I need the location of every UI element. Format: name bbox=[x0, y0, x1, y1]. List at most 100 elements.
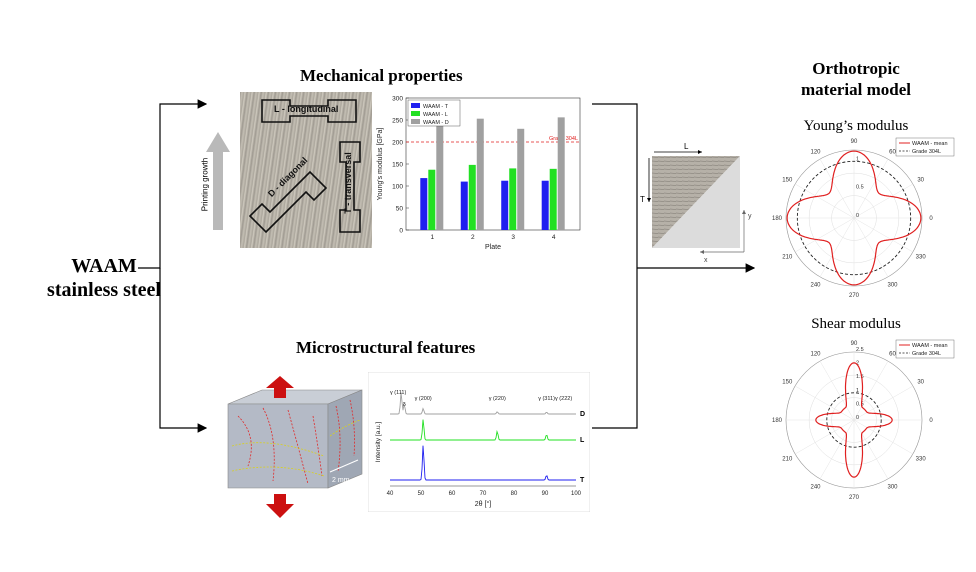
specimen-transversal bbox=[339, 141, 361, 233]
polar-angle-label: 60 bbox=[889, 351, 896, 357]
xrd-xtick-label: 70 bbox=[480, 491, 487, 497]
polar-spoke bbox=[853, 217, 889, 278]
polar-spoke bbox=[794, 183, 855, 219]
bar-xtick-label: 3 bbox=[511, 234, 515, 241]
legend-label-mean: WAAM - mean bbox=[912, 141, 948, 147]
polar-angle-label: 120 bbox=[810, 351, 821, 357]
bar-ylabel: Young's modulus [GPa] bbox=[377, 128, 384, 201]
legend-label: WAAM - T bbox=[423, 104, 449, 110]
xrd-series-T bbox=[390, 445, 576, 481]
polar-shear: 906030033030027024021018015012000.511.52… bbox=[772, 339, 955, 501]
bar-waam-t-3 bbox=[501, 180, 509, 230]
polar-angle-label: 30 bbox=[917, 380, 924, 386]
bar-waam-d-4 bbox=[557, 117, 565, 230]
specimen-photo: L - longitudinal D - diagonal T - transv… bbox=[240, 92, 372, 248]
polar-angle-label: 120 bbox=[810, 149, 821, 155]
arrow-main-split bbox=[138, 99, 208, 269]
polar-angle-label: 60 bbox=[889, 149, 896, 155]
xrd-xtick-label: 90 bbox=[542, 491, 549, 497]
polar-grade-304l bbox=[826, 392, 882, 448]
polar-spoke bbox=[853, 360, 889, 421]
bar-ytick-label: 50 bbox=[396, 206, 404, 213]
polar-legend-box bbox=[895, 137, 955, 157]
polar-radial-label: 1 bbox=[856, 388, 859, 394]
legend-label: WAAM - D bbox=[423, 120, 449, 126]
xrd-annotation: δ bbox=[403, 402, 406, 408]
polar-radial-label: 2 bbox=[856, 361, 859, 367]
bar-ytick-label: 150 bbox=[392, 162, 403, 169]
xrd-annotation: γ (311) bbox=[538, 396, 555, 402]
polar-angle-label: 30 bbox=[917, 178, 924, 184]
bar-ytick-label: 0 bbox=[399, 228, 403, 235]
polar-angle-label: 240 bbox=[810, 283, 821, 289]
bar-legend: WAAM - T WAAM - L WAAM - D bbox=[407, 99, 461, 127]
polar-spoke bbox=[794, 385, 855, 421]
bar-waam-t-1 bbox=[420, 178, 428, 230]
polar-angle-label: 0 bbox=[929, 216, 933, 222]
bar-ytick-label: 200 bbox=[392, 140, 403, 147]
bar-waam-t-4 bbox=[541, 180, 549, 230]
polar-angle-label: 300 bbox=[887, 283, 898, 289]
bar-waam-l-3 bbox=[509, 168, 517, 230]
polar-angle-label: 210 bbox=[782, 255, 793, 261]
arrow-micro-join bbox=[592, 268, 638, 429]
xrd-annotation: γ (220) bbox=[489, 396, 506, 402]
bar-ytick-label: 100 bbox=[392, 184, 403, 191]
legend-label: WAAM - L bbox=[423, 112, 448, 118]
bar-waam-l-4 bbox=[549, 168, 557, 230]
polar-spoke bbox=[819, 360, 855, 421]
solid-triangle bbox=[652, 156, 740, 248]
polar-spoke bbox=[853, 385, 914, 421]
xrd-series-label: T bbox=[580, 477, 585, 484]
polar-angle-label: 330 bbox=[916, 457, 927, 463]
bar-ytick-label: 300 bbox=[392, 96, 403, 103]
polar-angle-label: 210 bbox=[782, 457, 793, 463]
polar-radial-label: 0.5 bbox=[856, 185, 864, 191]
polar-radial-label: 0 bbox=[856, 415, 859, 421]
xrd-annotation: γ (222) bbox=[555, 396, 572, 402]
young-title: Young’s modulus bbox=[803, 118, 909, 134]
bar-ytick-label: 250 bbox=[392, 118, 403, 125]
label-transversal: T - transversal bbox=[343, 152, 353, 214]
xrd-series-label: D bbox=[580, 411, 585, 418]
bar-xtick-label: 1 bbox=[430, 234, 434, 241]
orthotropic-image: L T x y bbox=[640, 142, 752, 264]
polar-spoke bbox=[853, 217, 914, 253]
model-title-line2: material model bbox=[801, 80, 911, 99]
polar-spoke bbox=[819, 158, 855, 219]
polar-angle-label: 90 bbox=[851, 139, 858, 145]
polar-angle-label: 90 bbox=[851, 341, 858, 347]
legend-label-grade: Grade 304L bbox=[912, 149, 941, 155]
polar-young: 906030033030027024021018015012000.51WAAM… bbox=[772, 137, 955, 299]
polar-radial-label: 0 bbox=[856, 213, 859, 219]
specimen-diagonal bbox=[248, 170, 328, 234]
axis-label-x: x bbox=[704, 257, 708, 264]
main-title-line2: stainless steel bbox=[47, 279, 161, 301]
xrd-ylabel: Intensity [a.u.] bbox=[375, 422, 382, 463]
legend-swatch bbox=[411, 119, 420, 124]
bar-waam-d-3 bbox=[517, 128, 525, 230]
xrd-xtick-label: 80 bbox=[511, 491, 518, 497]
micro-title: Microstructural features bbox=[296, 338, 476, 357]
specimen-longitudinal bbox=[261, 99, 357, 123]
legend-label-grade: Grade 304L bbox=[912, 351, 941, 357]
polar-radial-label: 1 bbox=[856, 156, 859, 162]
polar-grade-304l bbox=[796, 160, 912, 276]
xrd-xtick-label: 50 bbox=[418, 491, 425, 497]
polar-spoke bbox=[853, 419, 889, 480]
main-title-line1: WAAM bbox=[71, 255, 137, 277]
polar-spoke bbox=[819, 217, 855, 278]
xrd-annotation: γ (200) bbox=[415, 396, 432, 402]
microstructure-block: 2 mm bbox=[227, 376, 363, 518]
polar-angle-label: 270 bbox=[849, 293, 860, 299]
polar-spoke bbox=[853, 419, 914, 455]
polar-angle-label: 150 bbox=[782, 178, 793, 184]
bar-xlabel: Plate bbox=[485, 244, 501, 251]
specimen-outlines bbox=[248, 99, 361, 234]
polar-legend-box bbox=[895, 339, 955, 359]
polar-spoke bbox=[819, 419, 855, 480]
legend-swatch bbox=[411, 111, 420, 116]
